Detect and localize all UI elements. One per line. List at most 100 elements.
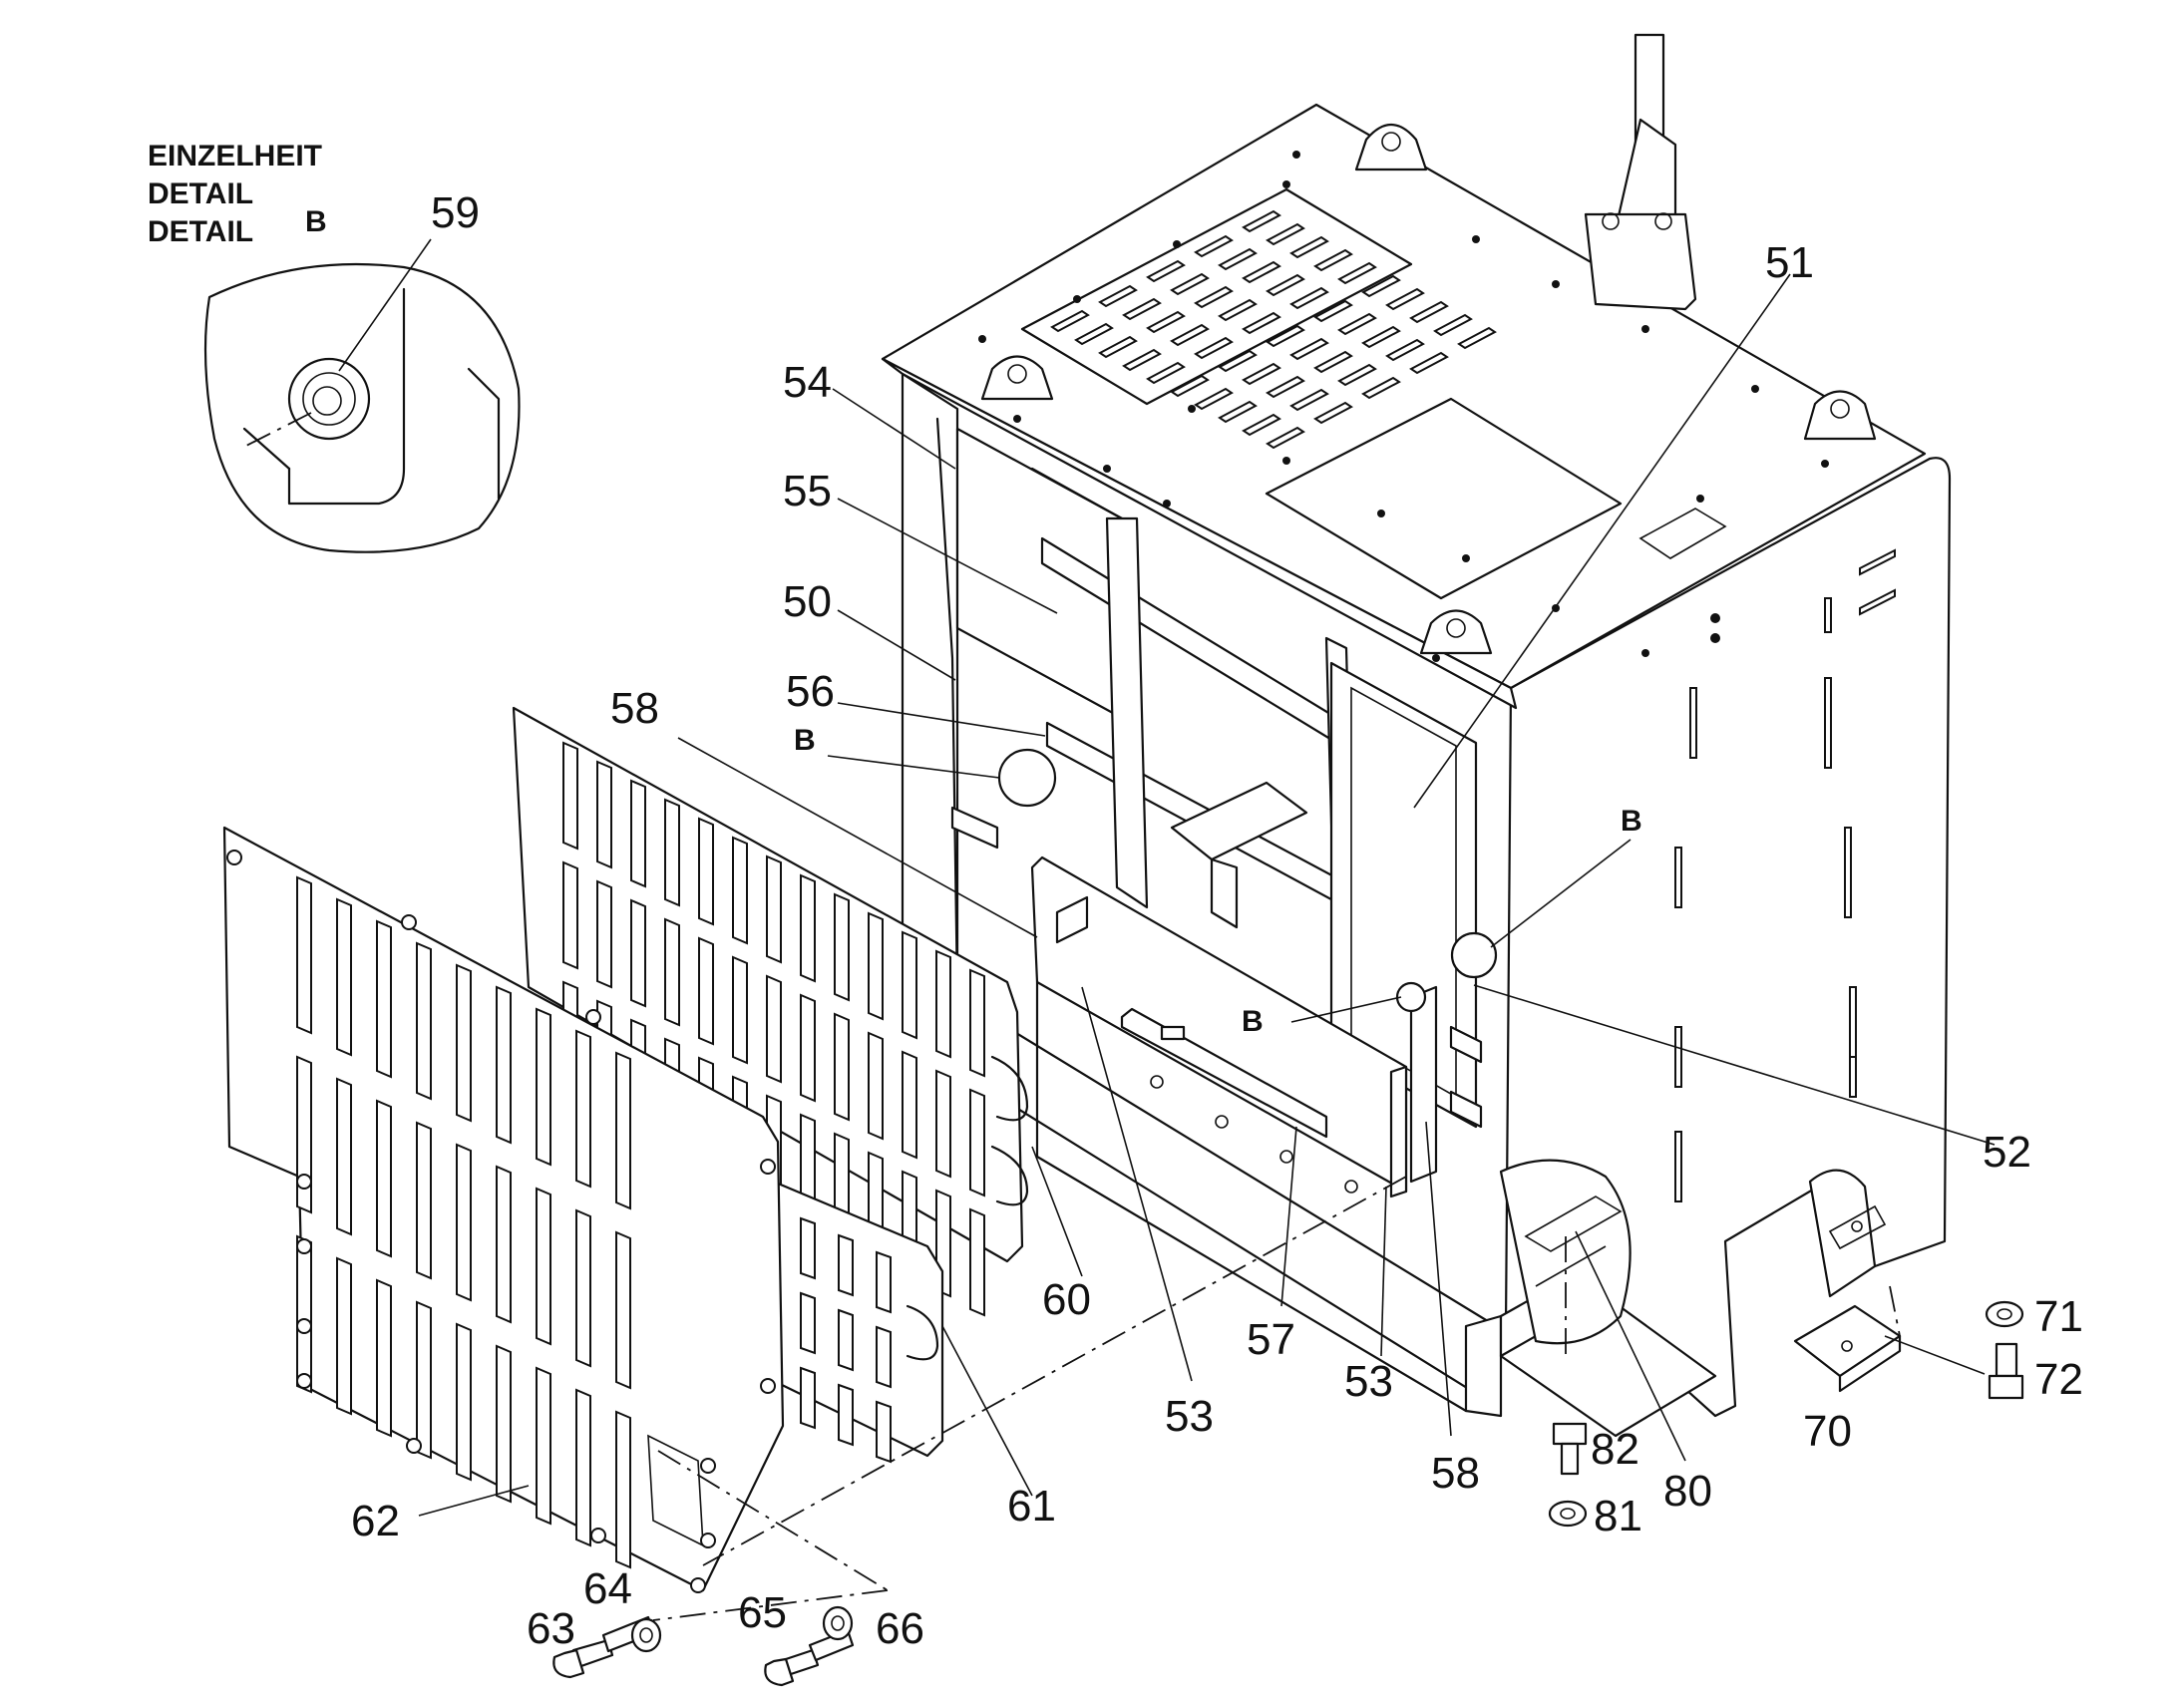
louver-slot [838,1233,854,1297]
callout-57: 57 [1247,1315,1295,1364]
callout-54: 54 [783,358,832,407]
panel-rivet [296,1318,312,1334]
callout-82: 82 [1591,1425,1639,1474]
louver-slot [800,993,816,1103]
louver-slot [935,1069,951,1179]
screw-dot [1377,510,1385,517]
louver-slot [575,1388,591,1547]
grille-slot [1218,349,1258,373]
grille-slot [1385,287,1425,311]
screw-dot [1163,500,1171,508]
louver-slot [496,985,512,1145]
grille-slot [1242,413,1281,437]
louver-slot [868,1031,884,1141]
louver-slot [456,1322,472,1482]
detail-view-letter: B [305,205,327,238]
screw-dot [1282,457,1290,465]
leader-lines [418,273,1996,1517]
callout-80: 80 [1663,1467,1712,1516]
grille-slot [1337,312,1377,336]
panel-rivet [296,1238,312,1254]
side-slot [1674,1026,1682,1088]
grille-slot [1218,247,1258,271]
callout-72: 72 [2034,1355,2083,1404]
louver-slot [732,955,748,1065]
callout-65: 65 [738,1588,787,1637]
louver-slot [336,897,352,1057]
louver-slot [800,1291,816,1355]
louvered-panel-60 [512,706,1029,1317]
grille-slot [1409,300,1449,324]
detail-washer-inner [312,386,342,416]
callout-59: 59 [431,188,480,237]
detail-ref-b-right: B [1621,805,1642,838]
louver-slot [615,1051,631,1210]
louver-slot [615,1410,631,1569]
louver-slot [664,798,680,907]
callout-66: 66 [876,1604,924,1653]
detail-title-line-en: DETAIL [148,177,254,210]
louver-slot [615,1230,631,1390]
panel-rivet [700,1458,716,1474]
grille-slot [1194,336,1234,360]
callout-81: 81 [1594,1492,1642,1540]
callout-53-left: 53 [1165,1392,1214,1441]
callout-63: 63 [527,1604,575,1653]
callout-70: 70 [1803,1407,1852,1456]
callout-71: 71 [2034,1292,2083,1341]
grille-slot [1122,297,1162,321]
side-hole [1710,633,1720,643]
callout-56: 56 [786,667,835,716]
side-slot [1844,827,1852,918]
grille-slot [1122,348,1162,372]
louver-slot [902,930,917,1040]
panel-rivet [226,850,242,865]
detail-ref-b-left: B [794,724,816,757]
screw-dot [1103,465,1111,473]
grille-slot [1218,298,1258,322]
grille-slot [1098,335,1138,359]
grille-slot [1313,299,1353,323]
grille-slot [1289,337,1329,361]
panel-rivet [590,1528,606,1543]
side-slot [1849,986,1857,1058]
grille-slot [1218,400,1258,424]
bolt-82 [1552,1422,1588,1476]
screw-dot [1282,180,1290,188]
grille-slot [1337,261,1377,285]
louver-slot [838,1383,854,1447]
grille-slot [1313,350,1353,374]
louver-slot [868,911,884,1021]
detail-b-inset [203,238,521,553]
washer-66 [822,1605,854,1641]
louver-slot [969,1088,985,1197]
side-slot [1824,677,1832,769]
grille-slot [1170,272,1210,296]
louver-slot [630,779,646,888]
louver-slot [562,860,578,970]
louver-slot [376,919,392,1079]
housing-assembly [881,33,1952,1438]
callout-60: 60 [1042,1275,1091,1324]
louver-slot [296,875,312,1035]
louver-slot [698,817,714,926]
grille-slot [1289,286,1329,310]
detail-b-markers [997,748,1498,1013]
louvered-panel-62 [222,826,785,1593]
callout-numbers: 59 54 55 50 56 58 51 52 60 57 53 53 61 6… [351,188,2083,1653]
nut-71 [1985,1300,2024,1328]
callout-51: 51 [1765,238,1814,287]
louver-slot [630,898,646,1008]
screw-dot [1472,235,1480,243]
explode-lines [652,1176,1901,1621]
detail-washer-outer [287,357,371,441]
side-hole [1710,613,1720,623]
side-slot [1689,687,1697,759]
side-slot [1849,1056,1857,1098]
louver-slot [876,1400,892,1464]
callout-52: 52 [1983,1128,2031,1177]
louver-slot [876,1250,892,1314]
grille-slot [1289,388,1329,412]
louver-slot [834,892,850,1002]
louver-slot [536,1187,551,1346]
